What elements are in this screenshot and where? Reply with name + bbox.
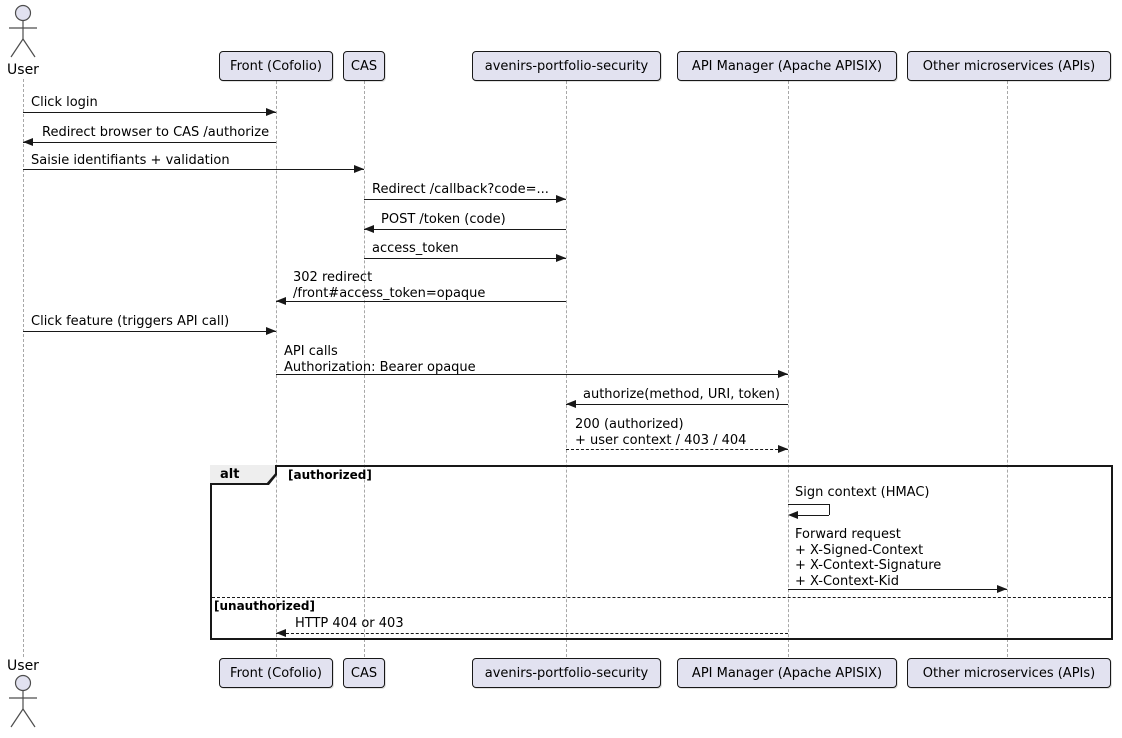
message-line	[276, 374, 788, 375]
message-line	[23, 112, 276, 113]
arrowhead	[778, 370, 788, 378]
arrowhead	[556, 195, 566, 203]
participant-cas-bottom: CAS	[343, 658, 385, 688]
message-label: Redirect browser to CAS /authorize	[42, 125, 270, 140]
participant-other-services-bottom: Other microservices (APIs)	[907, 658, 1111, 688]
lifeline-other-services	[1007, 81, 1008, 657]
actor-user-label-top: User	[7, 62, 39, 78]
arrowhead	[23, 138, 33, 146]
participant-cas-top: CAS	[343, 51, 385, 81]
participant-security-top: avenirs-portfolio-security	[472, 51, 661, 81]
alt-operator-label: alt	[210, 465, 275, 483]
message-label: HTTP 404 or 403	[295, 616, 404, 631]
lifeline-user	[23, 79, 24, 657]
alt-frame-tab: alt	[210, 465, 277, 485]
message-label: Forward request + X-Signed-Context + X-C…	[795, 527, 942, 589]
participant-api-manager-top: API Manager (Apache APISIX)	[677, 51, 897, 81]
participant-other-services-top: Other microservices (APIs)	[907, 51, 1111, 81]
message-line	[364, 229, 566, 230]
message-label: POST /token (code)	[381, 212, 506, 227]
message-label: API calls Authorization: Bearer opaque	[284, 344, 476, 375]
message-label: authorize(method, URI, token)	[583, 387, 780, 402]
arrowhead	[276, 297, 286, 305]
guard-unauthorized: [unauthorized]	[214, 599, 315, 613]
message-label: Redirect /callback?code=...	[372, 182, 549, 197]
message-label: 200 (authorized) + user context / 403 / …	[575, 417, 747, 448]
actor-user-figure-bottom	[5, 673, 41, 735]
message-line	[788, 589, 1007, 590]
participant-front-bottom: Front (Cofolio)	[219, 658, 333, 688]
message-line	[23, 142, 276, 143]
alt-divider	[212, 597, 1111, 598]
message-line	[23, 331, 276, 332]
message-label: Click feature (triggers API call)	[31, 314, 230, 329]
arrowhead	[788, 511, 798, 519]
participant-front-top: Front (Cofolio)	[219, 51, 333, 81]
participant-api-manager-bottom: API Manager (Apache APISIX)	[677, 658, 897, 688]
arrowhead	[276, 629, 286, 637]
message-line	[276, 633, 788, 634]
message-label: access_token	[372, 241, 459, 256]
guard-authorized: [authorized]	[288, 468, 372, 482]
participant-security-bottom: avenirs-portfolio-security	[472, 658, 661, 688]
arrowhead	[354, 165, 364, 173]
arrowhead	[266, 327, 276, 335]
message-line	[364, 199, 566, 200]
arrowhead	[266, 108, 276, 116]
self-message-line	[788, 504, 829, 505]
arrowhead	[778, 445, 788, 453]
message-label: Sign context (HMAC)	[795, 485, 930, 500]
lifeline-cas	[364, 81, 365, 657]
alt-frame: alt [authorized] [unauthorized]	[210, 465, 1113, 640]
message-line	[566, 449, 788, 450]
message-label: Saisie identifiants + validation	[31, 153, 230, 168]
message-line	[566, 404, 788, 405]
lifeline-security	[566, 81, 567, 657]
arrowhead	[556, 254, 566, 262]
message-line	[276, 301, 566, 302]
arrowhead	[997, 585, 1007, 593]
message-label: Click login	[31, 95, 98, 110]
lifeline-api-manager	[788, 81, 789, 657]
arrowhead	[566, 400, 576, 408]
lifeline-front	[276, 81, 277, 657]
self-message-line	[797, 515, 829, 516]
actor-user-label-bottom: User	[7, 658, 39, 674]
message-line	[23, 169, 364, 170]
self-message-line	[829, 504, 830, 515]
arrowhead	[364, 225, 374, 233]
actor-user-figure-top	[5, 3, 41, 65]
message-line	[364, 258, 566, 259]
message-label: 302 redirect /front#access_token=opaque	[293, 270, 486, 301]
